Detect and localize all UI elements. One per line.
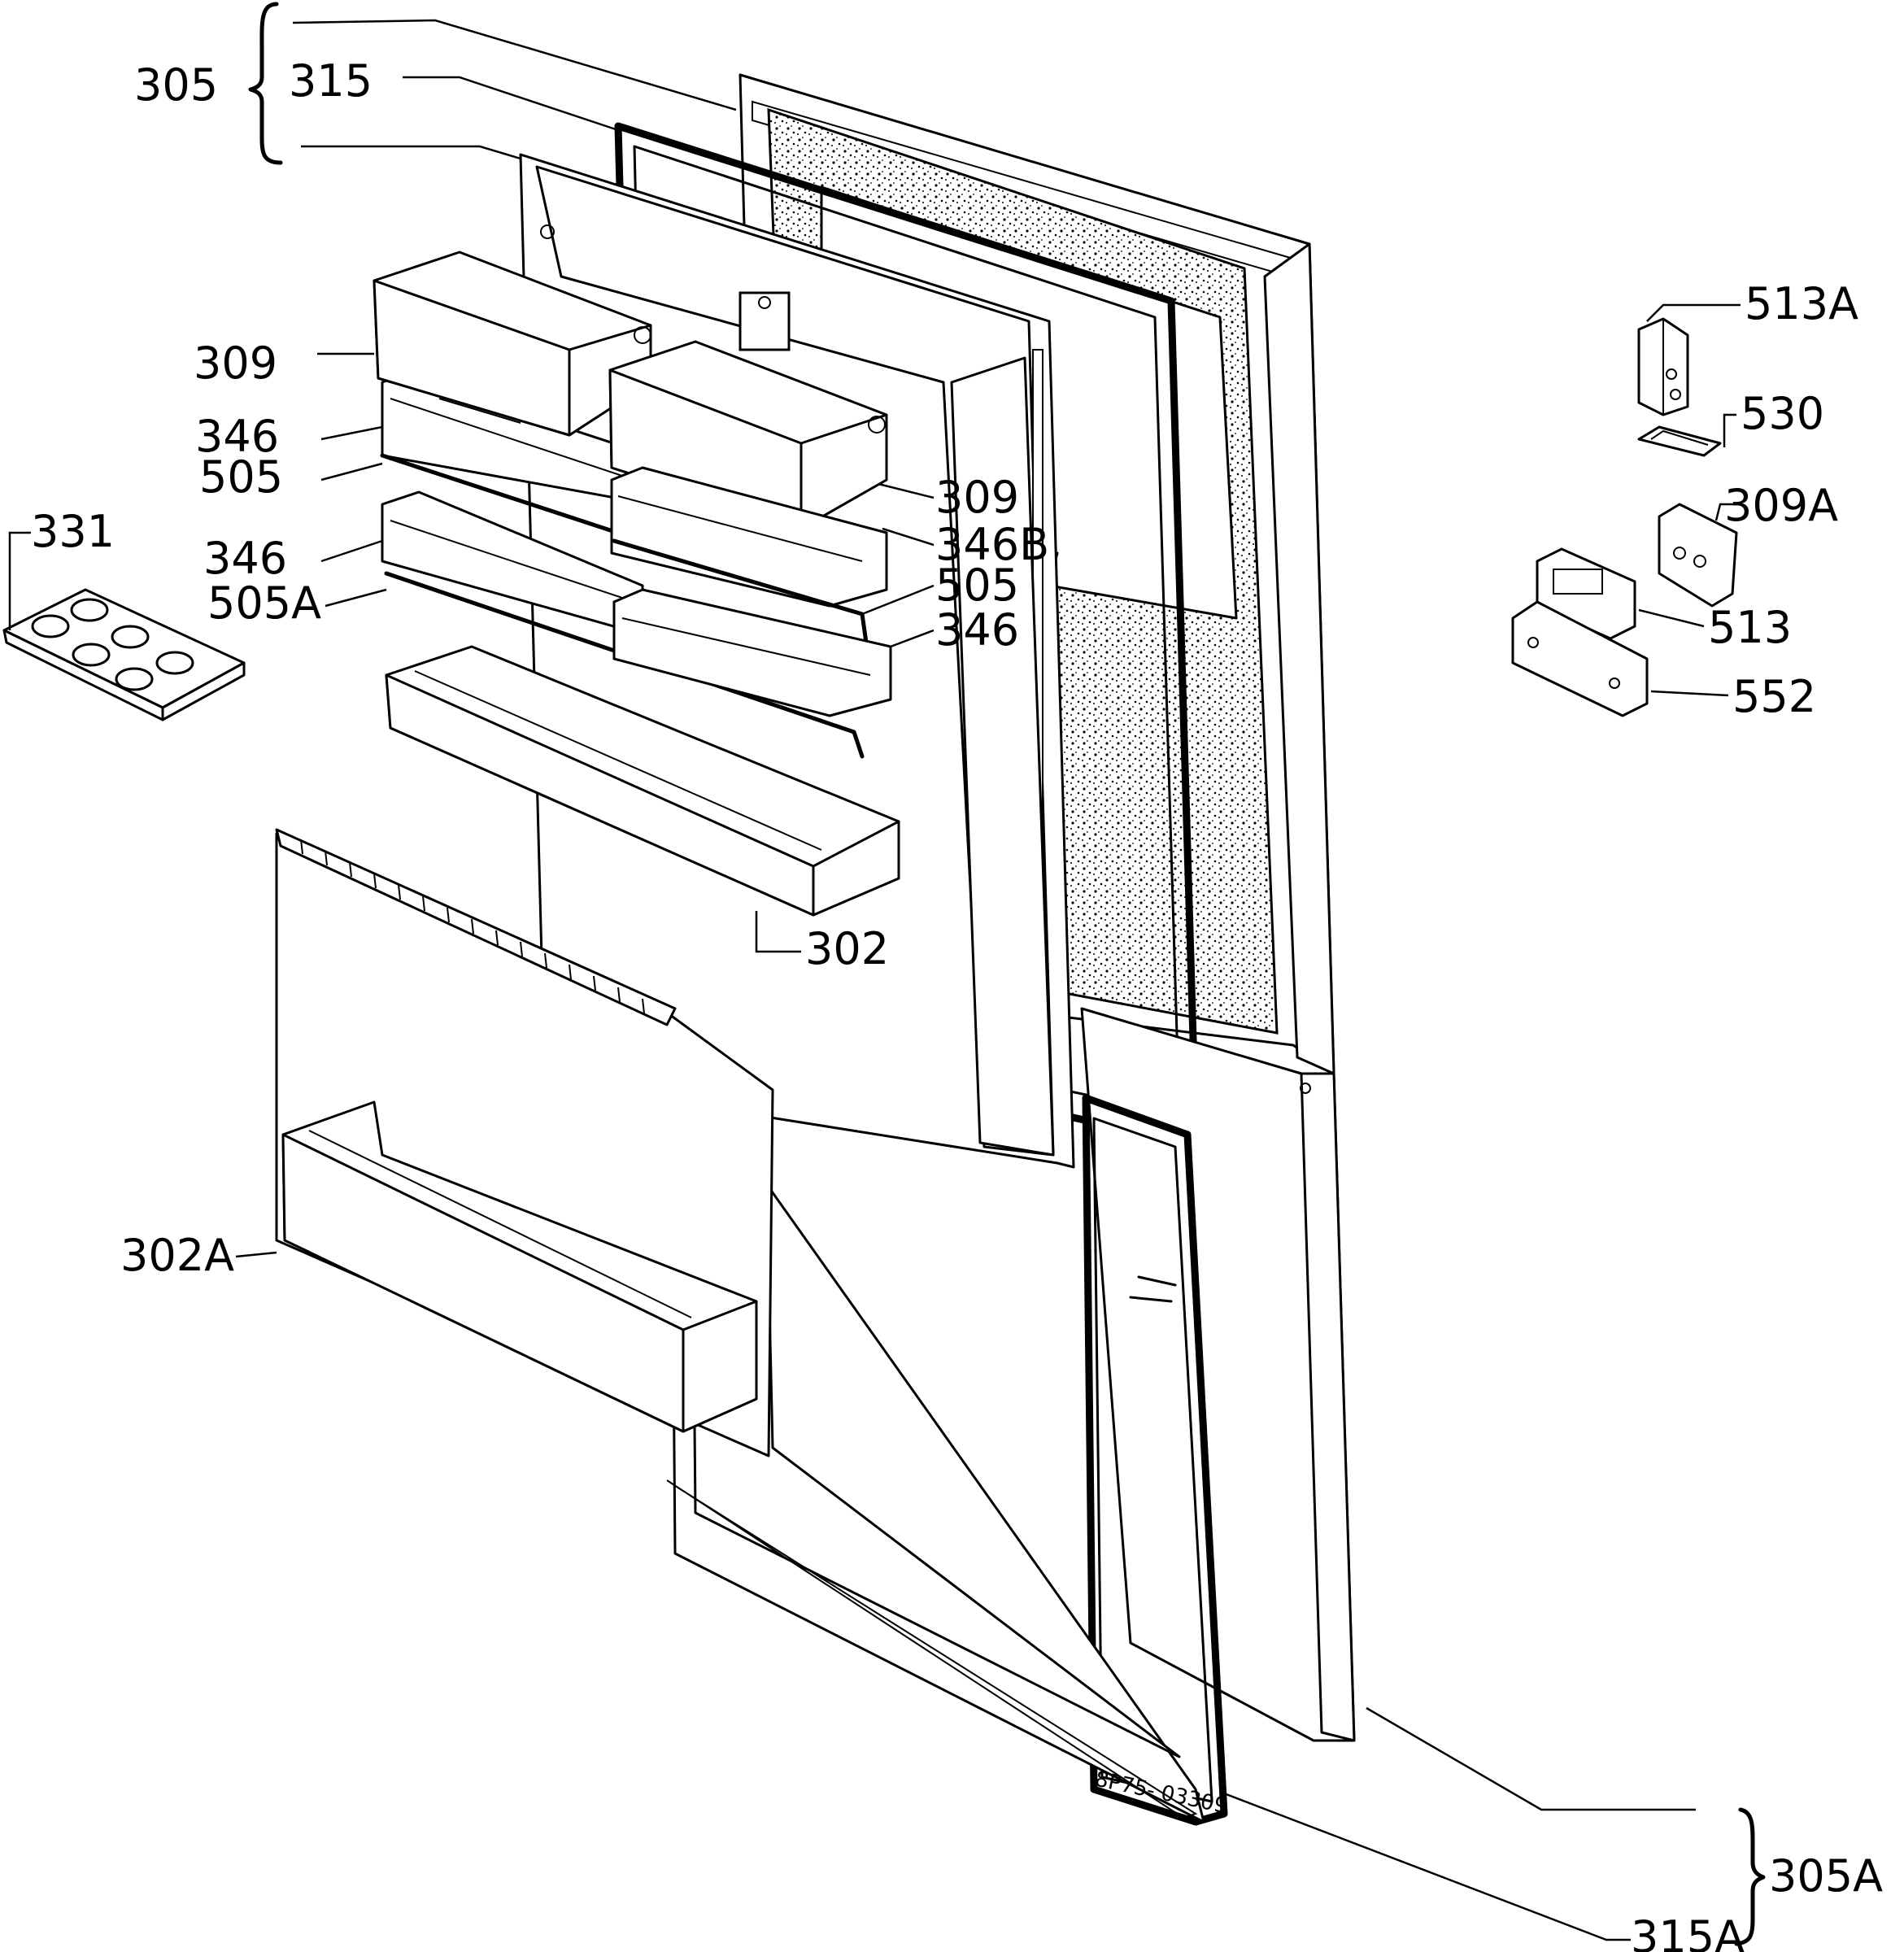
lower-door-shelf-302A	[281, 1100, 758, 1433]
rail-505-left	[380, 453, 645, 543]
label-305: 305	[134, 59, 218, 111]
clip-530	[1637, 425, 1722, 457]
label-505-right: 505	[935, 560, 1019, 611]
lower-door-bar	[275, 828, 677, 1026]
handle-bar-552	[1511, 600, 1649, 717]
label-346-left-upper: 346	[195, 411, 279, 462]
lower-door-outer-panel	[1080, 1007, 1356, 1742]
hinge-part-513A	[1637, 317, 1689, 416]
shelf-346B-right	[610, 466, 888, 608]
upper-door-shelf-302	[385, 645, 900, 917]
label-505-left: 505	[199, 451, 283, 503]
label-530: 530	[1741, 388, 1824, 439]
bracket-305	[248, 2, 283, 165]
label-309A: 309A	[1724, 480, 1838, 531]
label-331: 331	[31, 506, 115, 557]
bar-teeth	[300, 839, 645, 1014]
label-302: 302	[805, 923, 889, 974]
label-315A: 315A	[1631, 1911, 1745, 1952]
label-309-right: 309	[935, 472, 1019, 523]
part-labels: 305 315 309 346 505 331 346 505A 309 346…	[31, 55, 1883, 1952]
label-505A: 505A	[207, 577, 321, 629]
label-513: 513	[1708, 602, 1792, 653]
label-513A: 513A	[1745, 278, 1858, 329]
egg-tray-331	[2, 588, 246, 721]
bracket-305A	[1734, 1807, 1766, 1946]
cover-309A	[1658, 503, 1738, 608]
label-346B: 346B	[935, 519, 1049, 570]
label-302A: 302A	[120, 1230, 234, 1281]
shelf-346-right-lower	[612, 588, 892, 717]
label-305A: 305A	[1769, 1850, 1883, 1902]
label-552: 552	[1732, 671, 1816, 722]
leader-lines	[8, 19, 1741, 1941]
label-315: 315	[289, 55, 373, 107]
label-309-left: 309	[194, 338, 277, 389]
label-346-left-lower: 346	[203, 533, 287, 584]
rail-505A	[384, 571, 865, 759]
label-346-right: 346	[935, 604, 1019, 656]
